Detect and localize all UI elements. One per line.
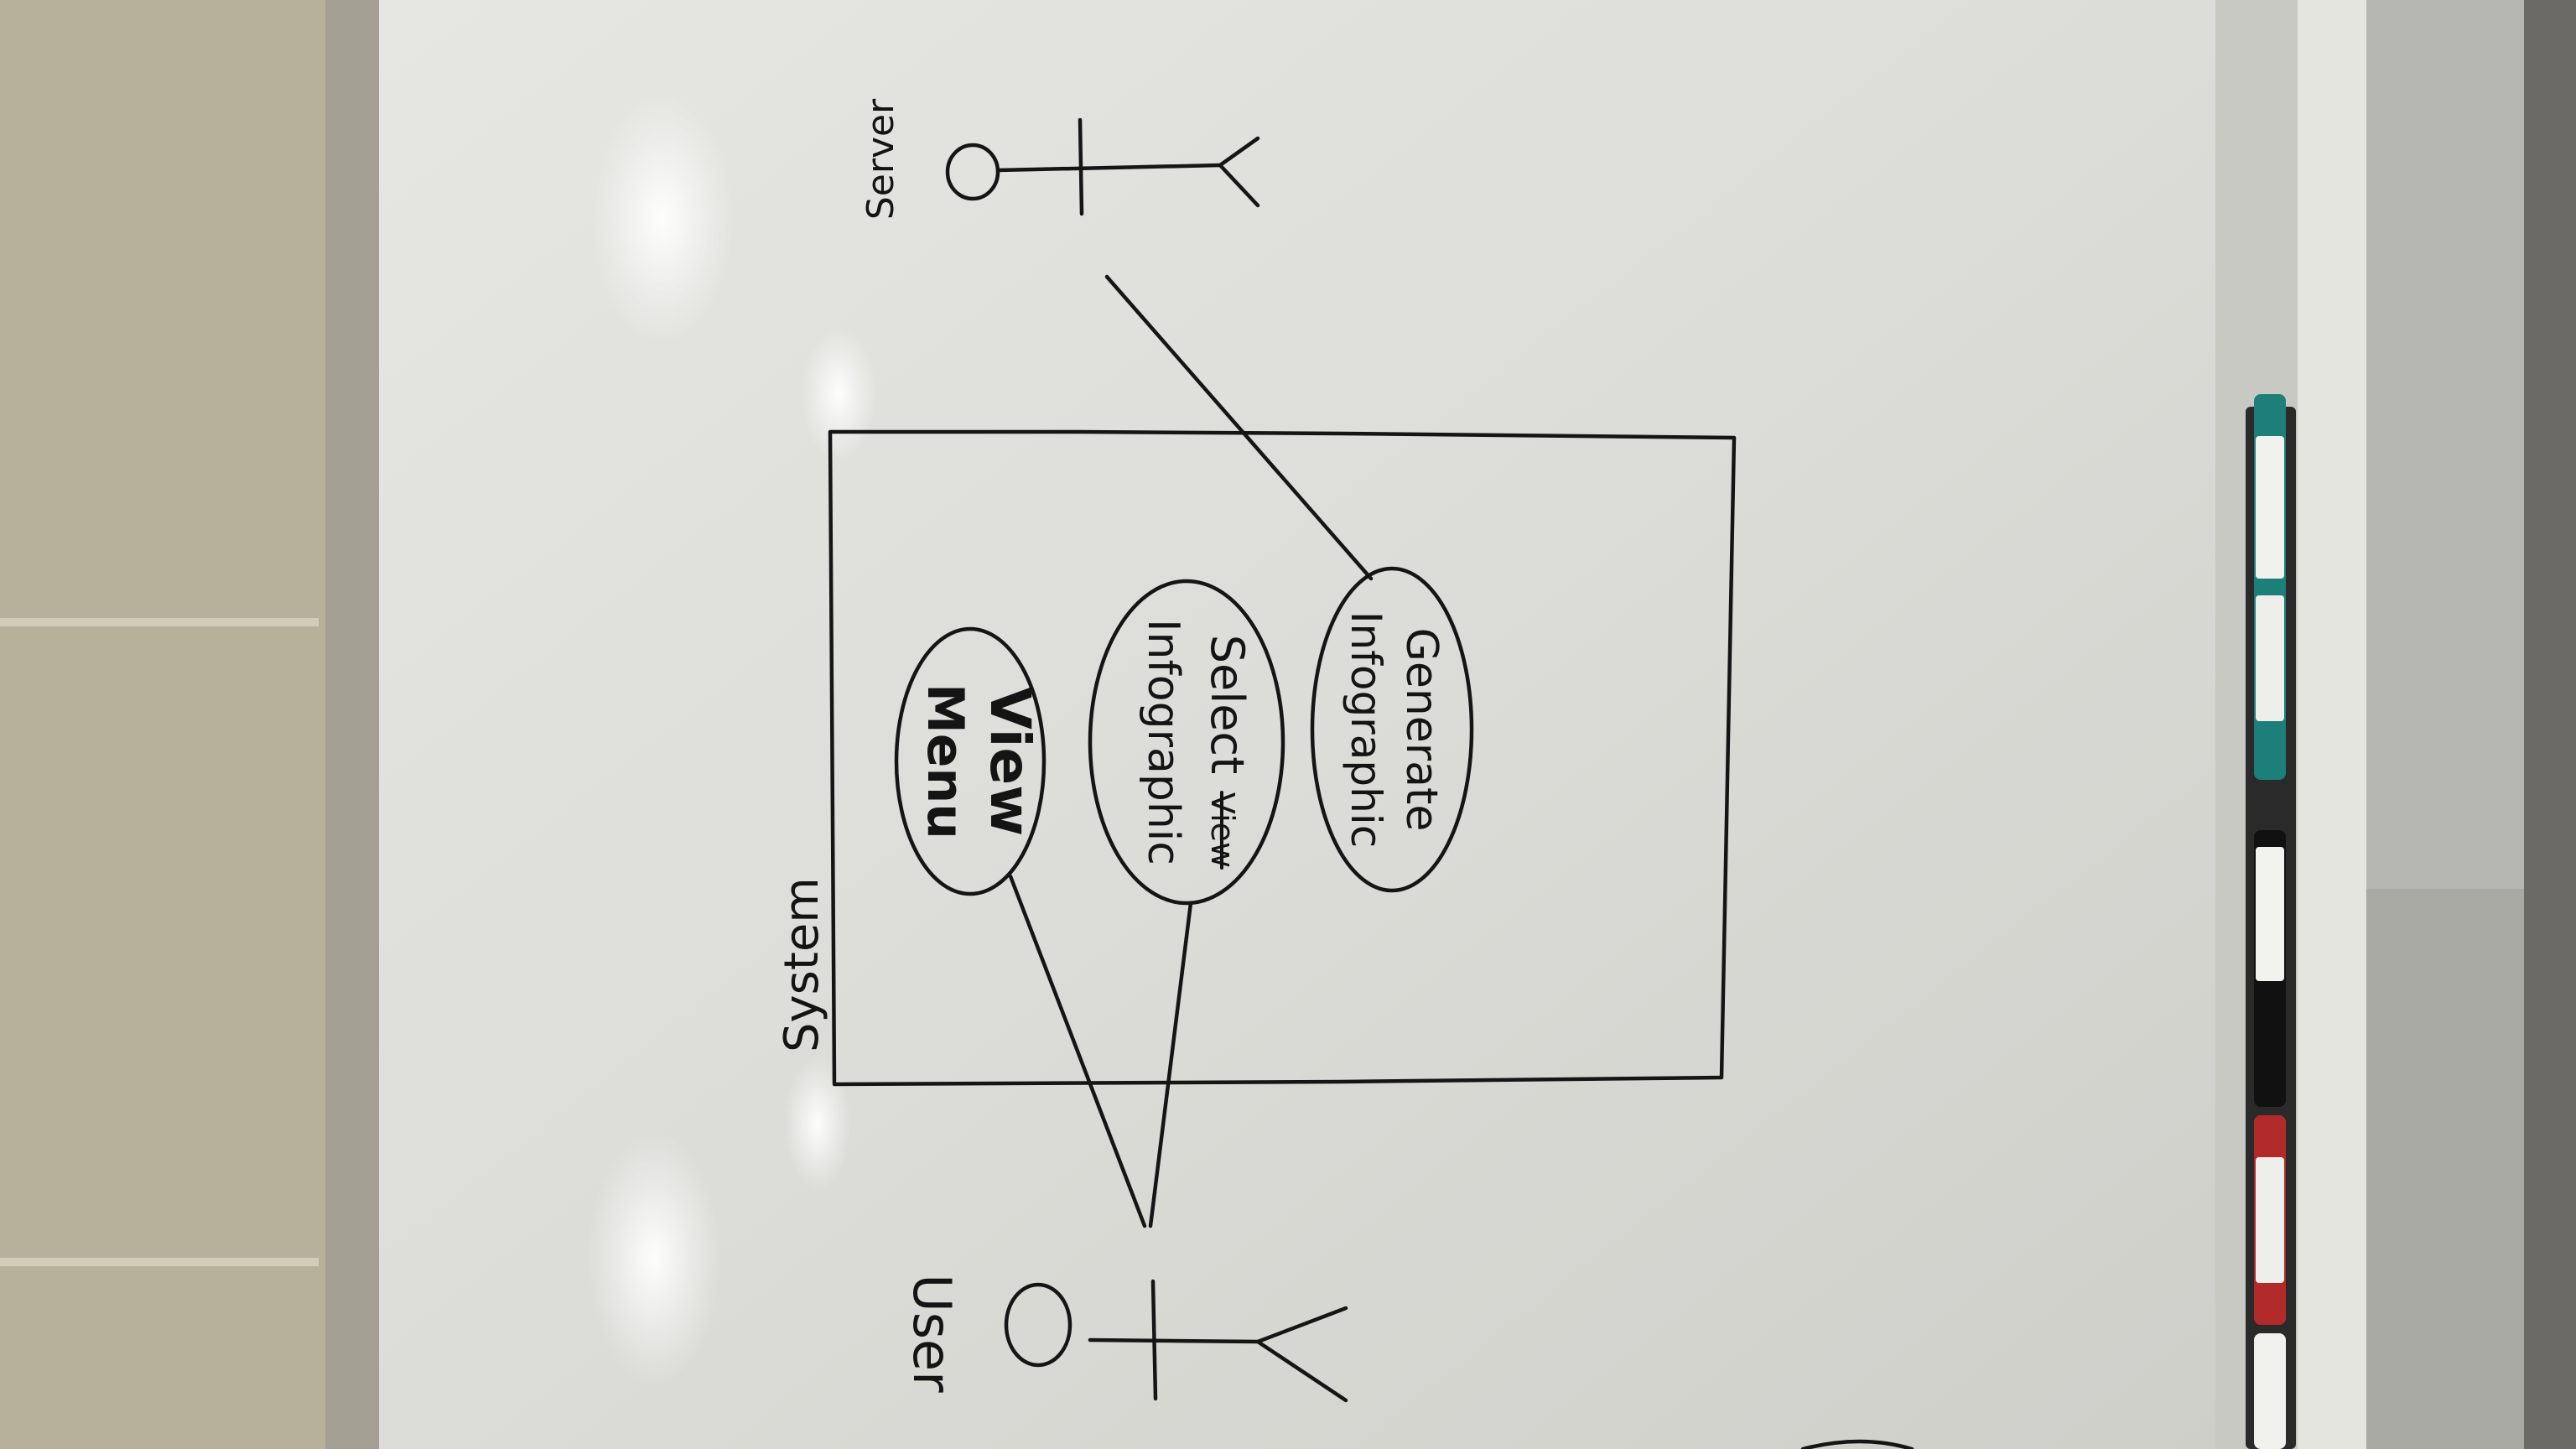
use-case-view-menu-line2: Menu [916,683,974,839]
system-boundary [828,429,1737,1087]
actor-user-body [1088,1337,1260,1344]
use-case-select-infographic-line2: Infographic [1138,619,1188,865]
actor-user: User [901,1274,1348,1403]
actor-server-label: Server [860,98,902,220]
marker-tray [2246,394,2296,1449]
actor-user-label: User [901,1274,963,1393]
actor-user-arms [1150,1279,1158,1401]
red-marker [2254,1115,2286,1325]
use-case-view-menu-line1: View [978,687,1042,836]
use-case-view-menu: View Menu [894,626,1046,896]
use-case-select-infographic: Select View Infographic [1088,579,1285,906]
actor-server-arms [1078,117,1084,216]
actor-server-body [995,163,1223,173]
actor-server-legs [1218,136,1260,208]
white-marker [2254,1333,2286,1449]
marker-tray-lip [2298,0,2366,1449]
association-user-view-menu [1008,874,1147,1228]
use-case-generate-infographic-line2: Infographic [1342,611,1390,848]
use-case-select-infographic-line1: Select [1201,635,1254,775]
association-server-generate-infographic [1104,274,1374,581]
system-label: System [775,877,829,1052]
use-case-generate-infographic: Generate Infographic [1310,566,1474,893]
actor-user-head [1004,1282,1072,1368]
teal-marker [2254,394,2286,780]
use-case-generate-infographic-line1: Generate [1396,628,1446,832]
actor-user-legs [1255,1306,1348,1403]
black-marker [2254,830,2286,1107]
actor-server: Server [860,98,1260,220]
door-frame [2524,0,2576,1449]
light-glare [587,92,876,1384]
partial-drawing-bottom [1800,1439,1914,1449]
wall-tile-grout [0,618,319,1266]
association-user-select-infographic [1148,901,1193,1228]
board-left-frame [325,0,386,1449]
